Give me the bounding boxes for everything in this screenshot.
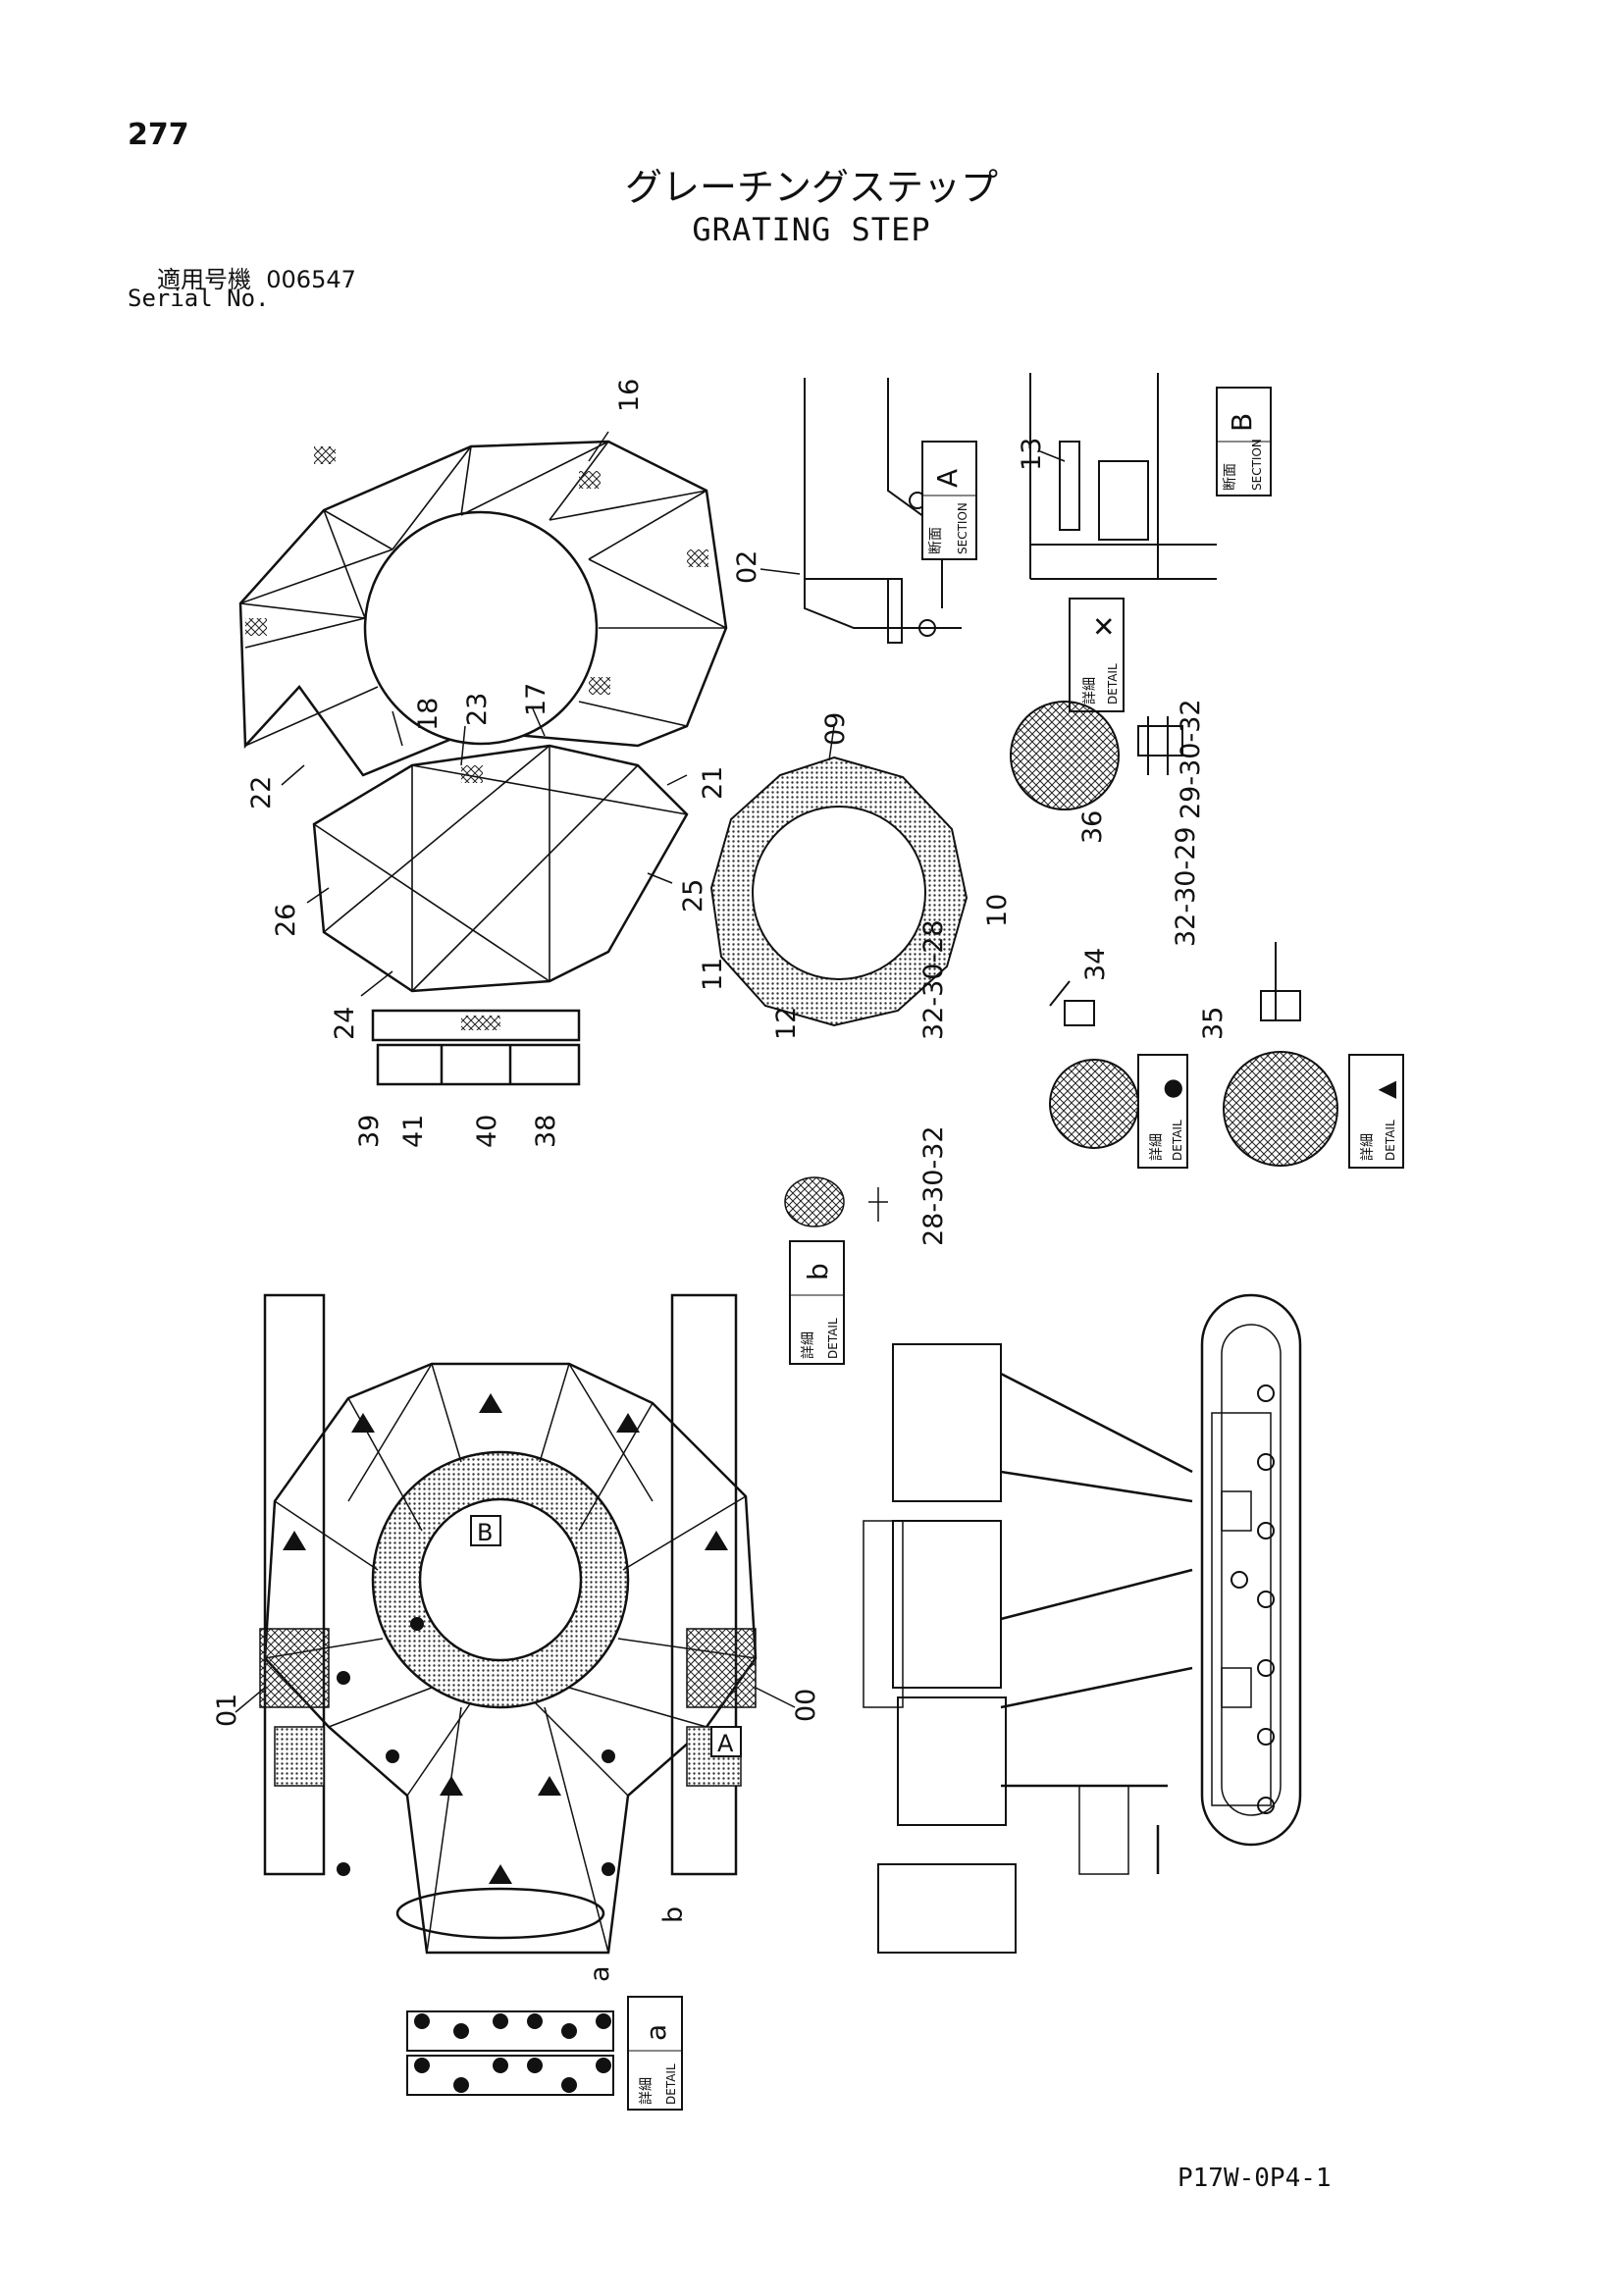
detail-x-jp: 詳細 <box>1082 677 1098 704</box>
detail-x-label: 詳細 DETAIL ✕ <box>1069 598 1125 712</box>
callout-25: 25 <box>678 879 708 913</box>
callout-26: 26 <box>271 904 301 937</box>
callout-18: 18 <box>413 698 444 731</box>
callout-00: 00 <box>791 1689 821 1722</box>
section-a-sketch <box>804 378 962 644</box>
leader-lines-ring <box>281 431 688 997</box>
detail-a-en: DETAIL <box>664 2063 678 2105</box>
detail-dot-jp: 詳細 <box>1149 1133 1165 1161</box>
plan-marker-b: B <box>470 1515 501 1546</box>
detail-a-steps <box>406 2010 614 2096</box>
serial-number: 006547 <box>266 266 356 293</box>
section-b-sketch <box>1029 373 1217 580</box>
detail-dot-en: DETAIL <box>1171 1120 1184 1161</box>
detail-dot-label: 詳細 DETAIL ● <box>1137 1054 1188 1169</box>
center-ring-grating <box>709 725 969 1027</box>
callout-32-30-28: 32-30-28 <box>918 919 949 1040</box>
section-b-label: B 断面 SECTION <box>1216 387 1272 496</box>
detail-tri-label: 詳細 DETAIL ▲ <box>1348 1054 1404 1169</box>
title-english: GRATING STEP <box>692 211 931 248</box>
callout-09: 09 <box>820 712 851 746</box>
center-ring-callouts: 09 11 12 10 <box>698 712 1013 1040</box>
callout-17: 17 <box>521 683 551 716</box>
detail-tri-mesh-circle <box>1223 1051 1338 1167</box>
section-a-letter: A <box>931 469 964 488</box>
detail-tri-jp: 詳細 <box>1360 1133 1376 1161</box>
callout-a-plan: a <box>585 1965 615 1982</box>
detail-a-dots <box>414 2013 611 2093</box>
callout-02: 02 <box>732 550 762 584</box>
serial-label-japanese: 適用号機 006547 <box>157 260 356 294</box>
callout-16: 16 <box>614 379 645 412</box>
detail-b-bolt <box>868 1187 888 1222</box>
section-a-label: A 断面 SECTION <box>921 441 977 560</box>
callout-21: 21 <box>698 766 728 800</box>
plan-view <box>259 1293 758 1955</box>
ring-callouts: 16 18 23 17 22 21 26 25 24 39 41 40 38 <box>246 379 728 1148</box>
detail-b-letter: b <box>802 1263 834 1280</box>
serial-label-english: Serial No. <box>128 285 270 312</box>
callout-12: 12 <box>771 1007 802 1040</box>
callout-29-30-32: 29-30-32 <box>1176 699 1206 819</box>
callout-22: 22 <box>246 776 277 809</box>
callout-41: 41 <box>398 1115 429 1148</box>
callout-36: 36 <box>1077 810 1108 844</box>
plan-view-markers <box>283 1393 728 1884</box>
callout-39: 39 <box>354 1115 385 1148</box>
section-b-jp: 断面 <box>1223 463 1238 491</box>
detail-dot-mesh-circle <box>1049 1059 1139 1149</box>
section-a-jp: 断面 <box>928 527 944 554</box>
callout-b-plan: b <box>658 1906 689 1923</box>
section-a-en: SECTION <box>956 502 969 554</box>
callout-10: 10 <box>982 894 1013 927</box>
callout-40: 40 <box>472 1115 502 1148</box>
detail-dot-symbol: ● <box>1158 1078 1185 1099</box>
detail-x-bolt <box>1137 716 1183 775</box>
callout-38: 38 <box>531 1115 561 1148</box>
side-elevation-rollers <box>1230 1384 1275 1814</box>
detail-tri-en: DETAIL <box>1384 1120 1397 1161</box>
detail-tri-bolt <box>1260 942 1301 1021</box>
side-elevation <box>863 1293 1302 1954</box>
callout-35: 35 <box>1198 1007 1229 1040</box>
section-b-en: SECTION <box>1250 439 1264 491</box>
plan-marker-b-text: B <box>477 1519 493 1546</box>
plan-marker-a-text: A <box>717 1730 734 1757</box>
section-b-letter: B <box>1226 413 1258 432</box>
plan-marker-a: A <box>710 1726 742 1757</box>
title-japanese: グレーチングステップ <box>624 166 998 209</box>
detail-b-jp: 詳細 <box>801 1331 816 1359</box>
detail-x-mesh-circle <box>1010 701 1120 810</box>
detail-a-letter: a <box>640 2024 672 2041</box>
drawing-code: P17W-0P4-1 <box>1178 2164 1332 2193</box>
serial-jp-text: 適用号機 <box>157 266 251 293</box>
page-number: 277 <box>128 118 189 152</box>
detail-b-label: b 詳細 DETAIL <box>789 1240 845 1365</box>
detail-b-en: DETAIL <box>826 1318 840 1359</box>
callout-13: 13 <box>1017 438 1047 471</box>
callout-23: 23 <box>462 693 493 726</box>
detail-tri-symbol: ▲ <box>1372 1080 1399 1099</box>
callout-32-30-29: 32-30-29 <box>1171 826 1201 947</box>
detail-a-label: a 詳細 DETAIL <box>627 1996 683 2111</box>
detail-a-jp: 詳細 <box>639 2077 654 2105</box>
detail-x-symbol: ✕ <box>1088 615 1121 638</box>
detail-x-en: DETAIL <box>1106 663 1120 704</box>
detail-b-mesh <box>784 1176 845 1227</box>
callout-11: 11 <box>698 958 728 991</box>
detail-dot-bolt <box>1049 980 1095 1026</box>
grating-ring-exploded <box>238 440 728 1086</box>
callout-34: 34 <box>1080 948 1111 981</box>
callout-28-30-32: 28-30-32 <box>918 1125 949 1246</box>
callout-24: 24 <box>330 1007 360 1040</box>
